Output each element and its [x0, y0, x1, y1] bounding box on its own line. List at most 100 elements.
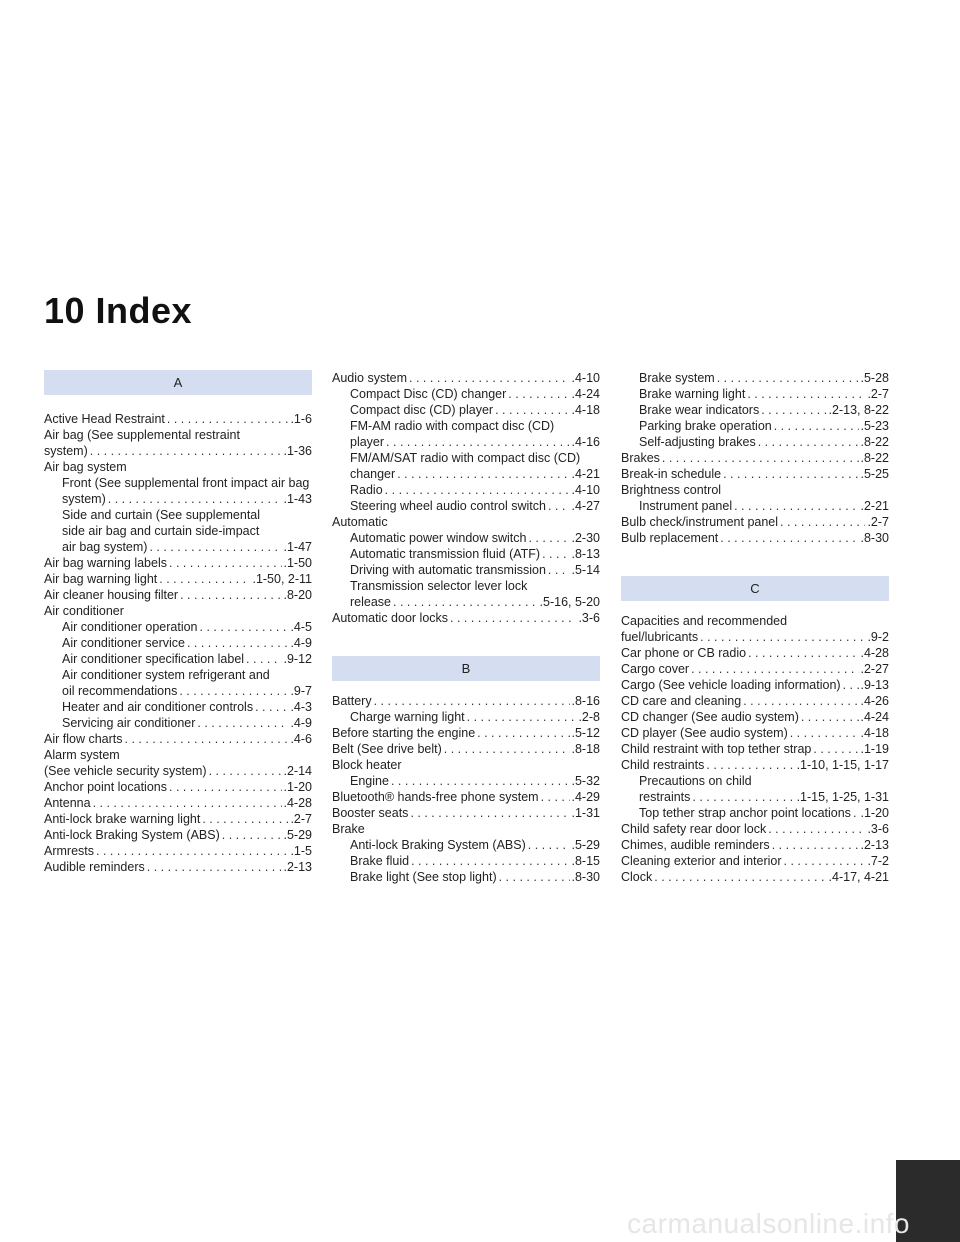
dot-leader [180, 587, 281, 603]
dot-leader [147, 859, 282, 875]
index-entry: Child restraint with top tether strap.1-… [621, 741, 889, 757]
dot-leader [169, 555, 282, 571]
entry-page: .5-16, 5-20 [539, 595, 600, 609]
entry-page: .8-22 [860, 435, 890, 449]
entry-page: .2-21 [860, 499, 890, 513]
index-entry: Chimes, audible reminders.2-13 [621, 837, 889, 853]
chapter-tab [896, 1160, 960, 1242]
entry-term: release [350, 595, 391, 609]
index-entry: Instrument panel.2-21 [621, 498, 889, 514]
index-entry: Top tether strap anchor point locations.… [621, 805, 889, 821]
entry-term: Brake fluid [350, 854, 410, 868]
index-entry: Automatic transmission fluid (ATF).8-13 [332, 546, 600, 562]
index-entry: Precautions on child [639, 774, 752, 788]
entry-page: .5-32 [571, 774, 601, 788]
dot-leader [706, 757, 794, 773]
index-entry: oil recommendations.9-7 [44, 683, 312, 699]
entry-page: .7-2 [867, 854, 889, 868]
dot-leader [784, 853, 866, 869]
index-entry: Block heater [332, 758, 402, 772]
entry-term: Booster seats [332, 806, 409, 820]
entry-page: .1-10, 1-15, 1-17 [796, 758, 889, 772]
entry-term: Air cleaner housing filter [44, 588, 179, 602]
index-entry: Parking brake operation.5-23 [621, 418, 889, 434]
index-entry: air bag system).1-47 [44, 539, 312, 555]
entry-page: .2-13, 8-22 [828, 403, 889, 417]
index-entry: Servicing air conditioner .4-9 [44, 715, 312, 731]
entry-page: .4-17, 4-21 [828, 870, 889, 884]
index-entry: Air bag system [44, 460, 127, 474]
entry-term: Top tether strap anchor point locations [639, 806, 851, 820]
index-entry: Brake fluid.8-15 [332, 853, 600, 869]
index-entry: Alarm system [44, 748, 120, 762]
index-entry: Child safety rear door lock .3-6 [621, 821, 889, 837]
dot-leader [202, 811, 288, 827]
dot-leader [758, 434, 859, 450]
entry-page: .1-50, 2-11 [252, 572, 312, 586]
entry-term: Cargo cover [621, 662, 690, 676]
dot-leader [508, 386, 569, 402]
dot-leader [197, 715, 288, 731]
dot-leader [843, 677, 859, 693]
entry-page: .4-18 [860, 726, 890, 740]
dot-leader [393, 594, 538, 610]
dot-leader [662, 450, 859, 466]
entry-page: .8-30 [860, 531, 890, 545]
entry-term: Child safety rear door lock [621, 822, 767, 836]
index-entry: Air bag (See supplemental restraint [44, 428, 240, 442]
entry-term: CD care and cleaning [621, 694, 742, 708]
entry-term: Servicing air conditioner [62, 716, 196, 730]
entry-page: .5-23 [860, 419, 890, 433]
index-entry: system).1-43 [44, 491, 312, 507]
dot-leader [548, 562, 570, 578]
index-entry: (See vehicle security system) .2-14 [44, 763, 312, 779]
entry-term: Anti-lock brake warning light [44, 812, 201, 826]
entry-term: (See vehicle security system) [44, 764, 207, 778]
entry-page: .4-29 [571, 790, 601, 804]
entry-term: Before starting the engine [332, 726, 476, 740]
entry-page: .2-27 [860, 662, 890, 676]
dot-leader [801, 709, 859, 725]
entry-page: .4-9 [290, 716, 312, 730]
entry-page: .3-6 [867, 822, 889, 836]
entry-page: .2-7 [867, 515, 889, 529]
index-entry: Air conditioner specification label.9-12 [44, 651, 312, 667]
index-entry: release .5-16, 5-20 [332, 594, 600, 610]
watermark: carmanualsonline.info [627, 1208, 910, 1239]
entry-page: .1-20 [860, 806, 890, 820]
index-entry: Antenna.4-28 [44, 795, 312, 811]
dot-leader [495, 402, 569, 418]
entry-term: Child restraints [621, 758, 705, 772]
index-entry: Charge warning light.2-8 [332, 709, 600, 725]
entry-page: .8-16 [571, 694, 601, 708]
entry-term: system) [44, 444, 88, 458]
entry-term: Compact Disc (CD) changer [350, 387, 507, 401]
entry-term: Brake warning light [639, 387, 746, 401]
entry-term: Antenna [44, 796, 91, 810]
entry-page: .2-7 [290, 812, 312, 826]
index-entry: Clock.4-17, 4-21 [621, 869, 889, 885]
dot-leader [246, 651, 281, 667]
dot-leader [169, 779, 282, 795]
index-entry: Brake warning light.2-7 [621, 386, 889, 402]
entry-term: system) [62, 492, 106, 506]
dot-leader [96, 843, 288, 859]
entry-page: .4-24 [860, 710, 890, 724]
index-entry: Brake light (See stop light).8-30 [332, 869, 600, 885]
entry-page: .1-19 [860, 742, 890, 756]
entry-term: Automatic transmission fluid (ATF) [350, 547, 541, 561]
index-entry: Brake system.5-28 [621, 370, 889, 386]
entry-page: .2-14 [283, 764, 313, 778]
dot-leader [450, 610, 576, 626]
entry-page: .2-13 [283, 860, 313, 874]
dot-leader [391, 773, 570, 789]
section-header-c: C [621, 576, 889, 601]
entry-page: .1-15, 1-25, 1-31 [796, 790, 889, 804]
index-entry: Compact disc (CD) player.4-18 [332, 402, 600, 418]
entry-term: Audio system [332, 371, 408, 385]
entry-term: CD player (See audio system) [621, 726, 788, 740]
